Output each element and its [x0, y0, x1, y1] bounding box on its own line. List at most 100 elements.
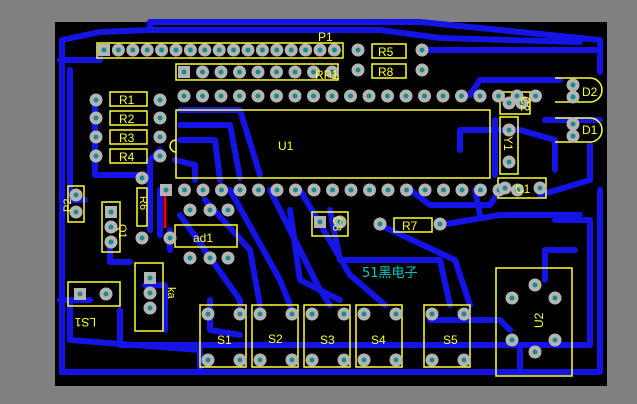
label-p1: P1: [318, 30, 333, 44]
pad-hole: [181, 93, 187, 99]
pad-hole: [205, 357, 211, 363]
pad-hole: [292, 69, 298, 75]
pad-hole: [552, 337, 558, 343]
pad-hole: [329, 93, 335, 99]
pad-hole: [245, 47, 251, 53]
pad-hole: [509, 337, 515, 343]
label-s1: S1: [217, 333, 232, 347]
pad-hole: [256, 187, 261, 193]
pad-hole: [237, 69, 242, 75]
label-r2: R2: [119, 112, 135, 126]
pad-hole: [108, 209, 114, 215]
pad-hole: [93, 153, 99, 159]
pad-hole: [570, 94, 576, 100]
pad-hole: [259, 47, 265, 53]
pad-hole: [187, 47, 193, 53]
pad-hole: [403, 93, 409, 99]
pad-hole: [478, 187, 483, 193]
pad-hole: [147, 275, 153, 281]
pad-hole: [293, 187, 298, 193]
pad-hole: [477, 93, 483, 99]
pad-hole: [255, 93, 261, 99]
pad-hole: [77, 291, 83, 297]
pad-hole: [404, 187, 409, 193]
pad-hole: [429, 357, 435, 363]
pad-hole: [157, 97, 163, 103]
pad-hole: [440, 93, 446, 99]
pad-hole: [115, 47, 121, 53]
pad-hole: [502, 185, 508, 191]
label-d1: D1: [582, 123, 598, 137]
pad-hole: [207, 207, 213, 213]
pad-hole: [181, 69, 187, 75]
pad-hole: [532, 349, 538, 355]
label-ls1: LS1: [74, 315, 96, 329]
label-r8: R8: [378, 65, 394, 79]
label-s5: S5: [443, 333, 458, 347]
label-p2: P2: [62, 199, 74, 212]
pad-hole: [429, 311, 435, 317]
pad-hole: [331, 47, 337, 53]
pad-hole: [537, 185, 543, 191]
label-rp1: RP1: [315, 68, 339, 82]
pad-hole: [317, 47, 323, 53]
pad-hole: [202, 47, 208, 53]
label-c1: C1: [515, 182, 531, 196]
label-q1: Q1: [116, 224, 128, 239]
pad-hole: [147, 305, 153, 311]
pad-hole: [274, 187, 280, 193]
pad-hole: [187, 207, 193, 213]
label-d2: D2: [582, 85, 598, 99]
pad-hole: [348, 93, 353, 99]
pad-hole: [533, 93, 538, 99]
pad-hole: [157, 153, 163, 159]
pad-hole: [393, 357, 399, 363]
pad-hole: [108, 224, 114, 230]
pad-hole: [459, 93, 464, 99]
pad-hole: [459, 187, 465, 193]
pad-hole: [173, 47, 179, 53]
pad-hole: [437, 221, 443, 227]
pad-hole: [355, 47, 361, 53]
pad-hole: [200, 93, 205, 99]
label-r7: R7: [402, 219, 418, 233]
pad-hole: [337, 219, 343, 225]
pad-hole: [361, 311, 367, 317]
pad-hole: [225, 255, 231, 261]
pad-hole: [147, 290, 153, 296]
pad-hole: [309, 311, 315, 317]
label-r1: R1: [119, 93, 135, 107]
pad-hole: [231, 47, 237, 53]
pad-hole: [289, 357, 295, 363]
label-r4: R4: [119, 150, 135, 164]
pad-hole: [355, 67, 361, 73]
pad-hole: [506, 127, 512, 133]
pad-hole: [419, 67, 425, 73]
pad-hole: [73, 192, 79, 198]
label-ka: ka: [165, 287, 177, 300]
pad-hole: [288, 47, 294, 53]
pad-hole: [255, 69, 261, 75]
pad-hole: [461, 311, 467, 317]
pad-hole: [441, 187, 446, 193]
pad-hole: [218, 69, 224, 75]
pad-hole: [361, 357, 367, 363]
pad-hole: [303, 47, 309, 53]
pad-hole: [329, 69, 335, 75]
pad-hole: [570, 121, 576, 127]
pad-hole: [366, 93, 372, 99]
pad-hole: [225, 207, 231, 213]
pad-hole: [385, 93, 390, 99]
pad-hole: [108, 239, 114, 245]
pad-hole: [385, 187, 391, 193]
pad-hole: [506, 100, 512, 106]
pad-hole: [506, 159, 512, 165]
label-r3: R3: [119, 131, 135, 145]
pad-hole: [309, 357, 315, 363]
pad-hole: [341, 357, 347, 363]
pad-hole: [167, 235, 173, 241]
pad-hole: [289, 311, 295, 317]
pad-hole: [311, 69, 316, 75]
pad-hole: [207, 255, 213, 261]
